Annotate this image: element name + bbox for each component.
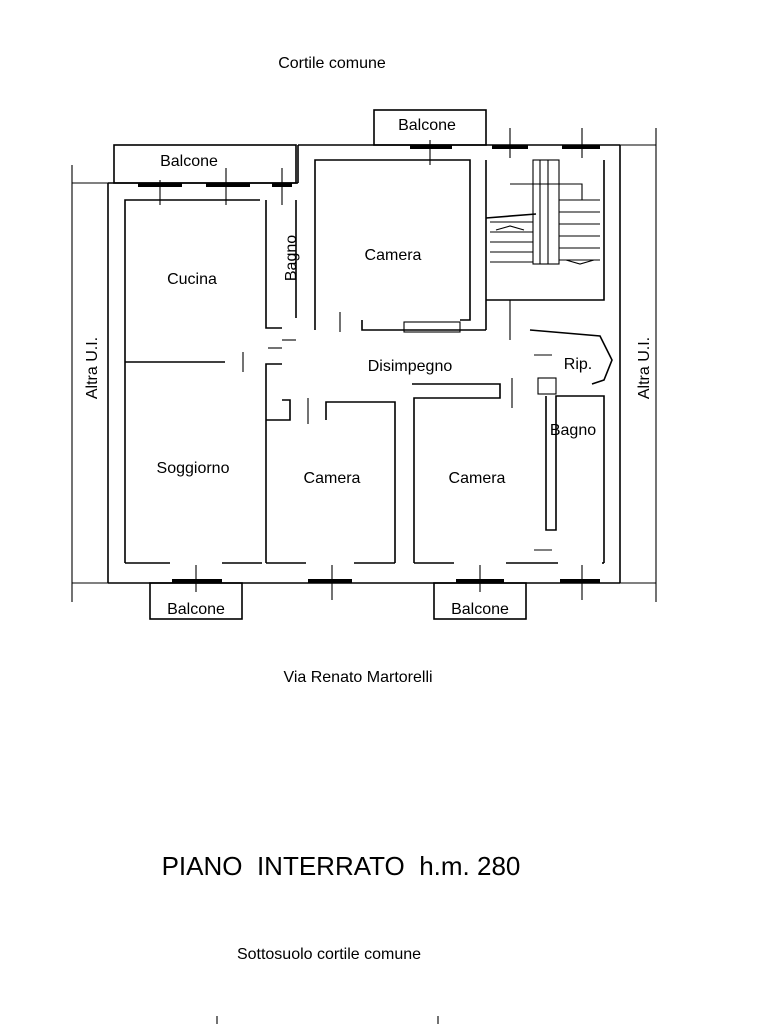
stairs [485,159,600,265]
soggiorno-label: Soggiorno [157,460,230,477]
ripostiglio-label: Rip. [564,356,592,373]
left-neighbor-label: Altra U.I. [84,337,101,399]
courtyard-label: Cortile comune [278,55,386,72]
camera-bottom-right-label: Camera [449,470,506,487]
balcone-bottom-right-label: Balcone [451,601,509,618]
bagno-left-label: Bagno [283,235,300,281]
lower-plan-edge [216,1016,439,1024]
balcone-bottom-left-label: Balcone [167,601,225,618]
cucina-label: Cucina [167,271,217,288]
balconies [113,109,527,620]
bagno-right-label: Bagno [550,422,596,439]
street-label: Via Renato Martorelli [283,669,432,686]
lower-courtyard-label: Sottosuolo cortile comune [237,946,421,963]
camera-top-label: Camera [365,247,422,264]
floor-title: PIANO INTERRATO h.m. 280 [162,851,521,881]
balcone-top-left-label: Balcone [160,153,218,170]
camera-bottom-left-label: Camera [304,470,361,487]
balcone-top-center-label: Balcone [398,117,456,134]
disimpegno-label: Disimpegno [368,358,453,375]
right-neighbor-label: Altra U.I. [636,337,653,399]
windows [138,128,600,600]
interior-walls [124,159,613,564]
